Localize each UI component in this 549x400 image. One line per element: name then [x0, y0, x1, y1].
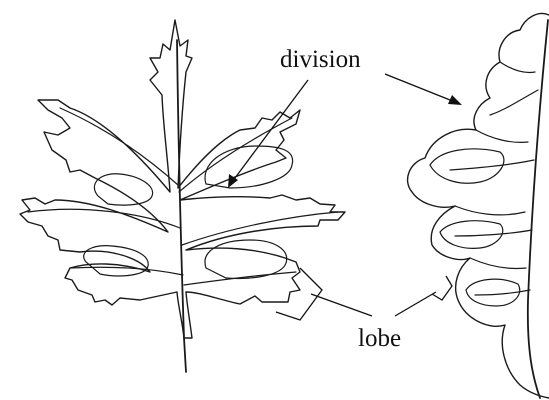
- lobe-bracket-left: [276, 268, 322, 320]
- division-leader-right: [385, 74, 455, 102]
- divided-leaf-sinus-4: [94, 174, 152, 205]
- lobed-leaf: [408, 13, 549, 398]
- lobed-leaf-vein-2: [450, 160, 534, 170]
- lobed-leaf-vein-1: [490, 90, 538, 115]
- division-leader-left: [232, 80, 308, 182]
- divided-leaf-sinus-3: [84, 246, 148, 276]
- lobed-leaf-sinus-2: [476, 130, 528, 142]
- divided-leaf-vein-5: [70, 267, 183, 275]
- lobe-bracket-right: [432, 276, 452, 300]
- lobed-leaf-vein-4: [475, 290, 530, 295]
- division-arrowhead-right: [448, 95, 462, 105]
- divided-leaf-sinus-2: [205, 240, 287, 278]
- lobe-leader-left: [311, 294, 372, 316]
- lobed-leaf-outline: [408, 13, 549, 398]
- lobed-leaf-midrib: [528, 20, 548, 398]
- lobed-leaf-sinus-3: [455, 206, 525, 215]
- division-label: division: [280, 46, 361, 73]
- lobed-leaf-vein-3: [455, 230, 532, 236]
- lobe-leader-right: [395, 292, 436, 316]
- lobe-label: lobe: [358, 325, 401, 352]
- lobed-leaf-sinus-1: [500, 62, 535, 73]
- lobed-leaf-sinus-4: [470, 258, 526, 269]
